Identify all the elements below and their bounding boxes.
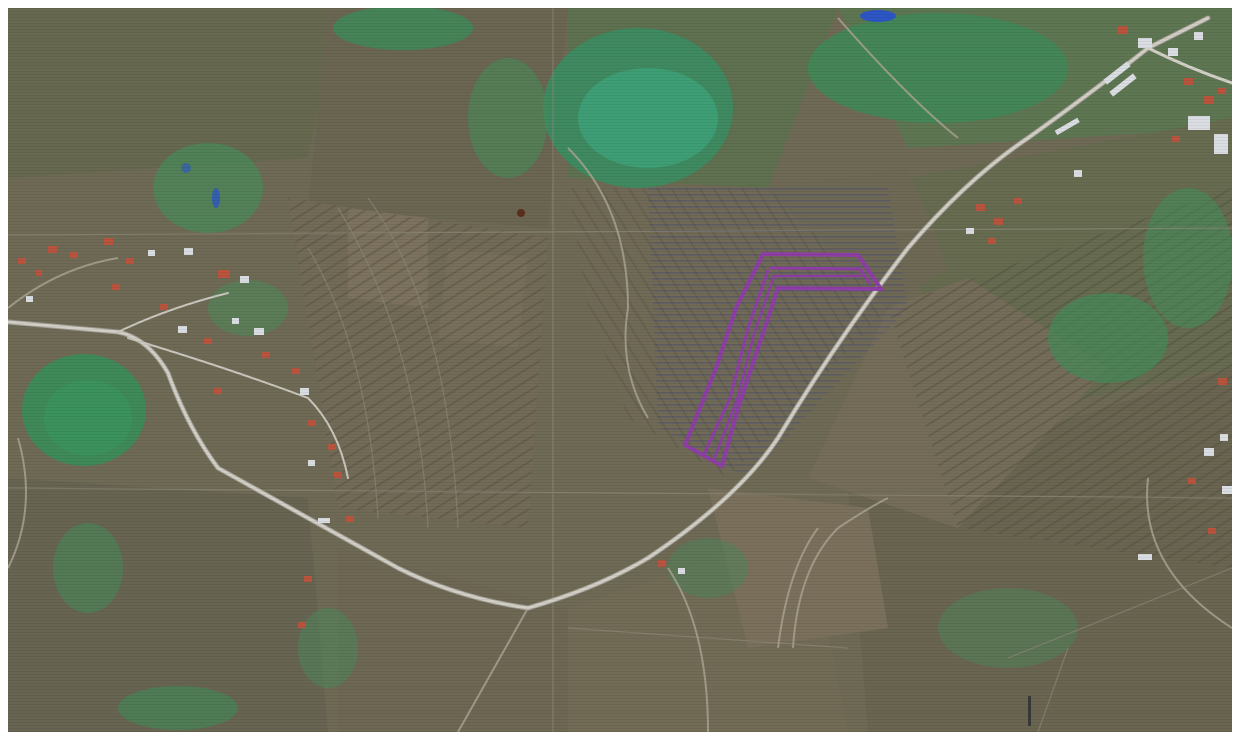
- satellite-map[interactable]: [8, 8, 1232, 732]
- scan-overlay: [8, 8, 1232, 732]
